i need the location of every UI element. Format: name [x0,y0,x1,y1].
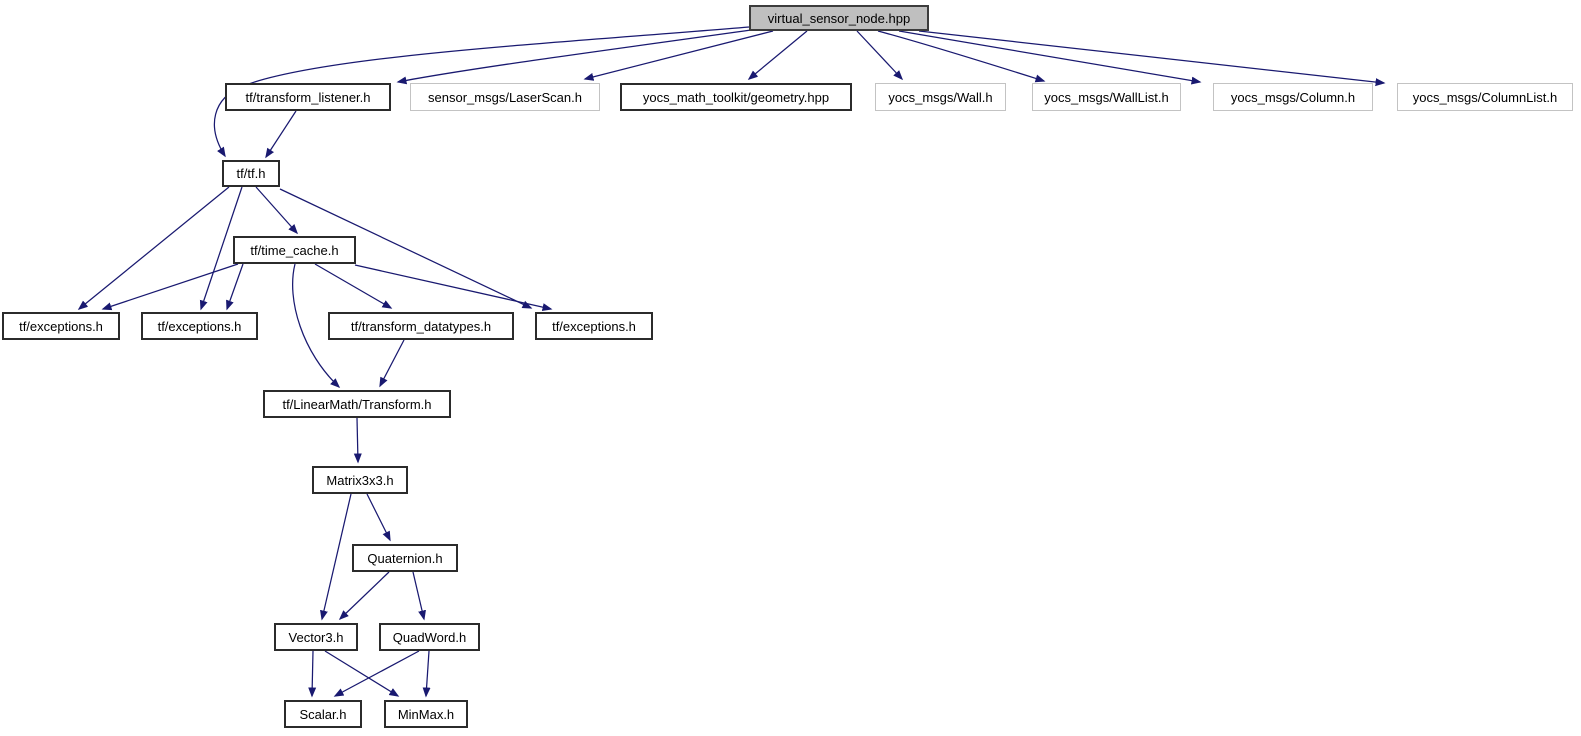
graph-node-tf_linearmath_transform[interactable]: tf/LinearMath/Transform.h [263,390,451,418]
edge-tf_linearmath_transform-to-matrix3x3 [353,417,362,464]
edge-virtual_sensor_node-to-yocs_msgs_walllist [877,30,1046,83]
edge-tf_tf-to-tf_exceptions_1 [77,186,230,310]
graph-node-tf_transform_listener[interactable]: tf/transform_listener.h [225,83,391,111]
graph-node-label: sensor_msgs/LaserScan.h [428,89,582,105]
graph-node-tf_exceptions_3[interactable]: tf/exceptions.h [535,312,653,340]
graph-node-label: tf/LinearMath/Transform.h [282,396,432,412]
edge-virtual_sensor_node-to-yocs_math_toolkit_geometry [747,30,808,80]
edge-quadword-to-minmax [422,650,431,698]
edge-quaternion-to-vector3 [338,571,390,621]
edge-tf_time_cache-to-tf_linearmath_transform [292,263,341,389]
edge-quaternion-to-quadword [412,571,426,621]
edge-virtual_sensor_node-to-yocs_msgs_column [898,30,1202,85]
graph-node-label: tf/tf.h [236,166,266,181]
edge-tf_time_cache-to-tf_transform_datatypes [314,263,393,309]
graph-node-tf_tf[interactable]: tf/tf.h [222,160,280,187]
graph-node-tf_exceptions_1[interactable]: tf/exceptions.h [2,312,120,340]
graph-node-label: QuadWord.h [392,629,467,645]
edge-virtual_sensor_node-to-tf_transform_listener [396,29,752,85]
graph-node-label: yocs_msgs/Column.h [1230,89,1356,105]
graph-node-quadword[interactable]: QuadWord.h [379,623,480,651]
edge-tf_time_cache-to-tf_exceptions_2 [226,263,244,311]
graph-node-label: MinMax.h [397,706,455,722]
edge-matrix3x3-to-quaternion [366,493,391,542]
graph-node-label: yocs_msgs/Wall.h [888,89,993,105]
graph-node-label: yocs_math_toolkit/geometry.hpp [642,89,830,105]
edge-tf_time_cache-to-tf_exceptions_3 [354,264,553,312]
edge-tf_tf-to-tf_exceptions_3 [279,188,533,309]
graph-node-label: tf/exceptions.h [552,318,636,334]
edge-virtual_sensor_node-to-yocs_msgs_columnlist [918,30,1386,87]
graph-node-yocs_math_toolkit_geometry[interactable]: yocs_math_toolkit/geometry.hpp [620,83,852,111]
graph-node-label: tf/transform_listener.h [245,89,371,105]
graph-node-label: tf/transform_datatypes.h [350,318,492,334]
edge-virtual_sensor_node-to-tf_tf [213,26,750,158]
graph-node-scalar[interactable]: Scalar.h [284,700,362,728]
graph-node-yocs_msgs_columnlist: yocs_msgs/ColumnList.h [1397,83,1573,111]
graph-node-label: virtual_sensor_node.hpp [767,10,911,26]
graph-node-matrix3x3[interactable]: Matrix3x3.h [312,466,408,494]
edge-virtual_sensor_node-to-sensor_msgs_laserscan [583,30,774,81]
edge-virtual_sensor_node-to-yocs_msgs_wall [856,30,904,81]
graph-node-tf_transform_datatypes[interactable]: tf/transform_datatypes.h [328,312,514,340]
graph-node-yocs_msgs_wall: yocs_msgs/Wall.h [875,83,1006,111]
graph-node-yocs_msgs_walllist: yocs_msgs/WallList.h [1032,83,1181,111]
graph-node-label: yocs_msgs/WallList.h [1044,89,1169,105]
graph-node-sensor_msgs_laserscan: sensor_msgs/LaserScan.h [410,83,600,111]
edge-tf_transform_listener-to-tf_tf [265,110,297,159]
edge-matrix3x3-to-vector3 [320,493,352,621]
graph-node-label: Vector3.h [288,629,344,645]
graph-node-vector3[interactable]: Vector3.h [274,623,358,651]
graph-node-minmax[interactable]: MinMax.h [384,700,468,728]
edge-tf_time_cache-to-tf_exceptions_1 [101,263,239,311]
graph-node-tf_exceptions_2[interactable]: tf/exceptions.h [141,312,258,340]
graph-node-label: tf/exceptions.h [157,318,242,334]
graph-node-quaternion[interactable]: Quaternion.h [352,544,458,572]
edge-vector3-to-minmax [324,650,400,697]
graph-node-label: Matrix3x3.h [326,472,394,488]
graph-node-tf_time_cache[interactable]: tf/time_cache.h [233,236,356,264]
graph-node-label: Quaternion.h [367,550,443,566]
edge-vector3-to-scalar [308,650,317,698]
graph-node-label: tf/time_cache.h [250,242,339,258]
graph-node-label: Scalar.h [299,706,347,722]
edge-quadword-to-scalar [333,650,420,697]
graph-node-label: yocs_msgs/ColumnList.h [1412,89,1558,105]
edge-tf_transform_datatypes-to-tf_linearmath_transform [379,339,405,388]
edge-tf_tf-to-tf_exceptions_2 [199,186,243,311]
graph-node-yocs_msgs_column: yocs_msgs/Column.h [1213,83,1373,111]
edge-tf_tf-to-tf_time_cache [255,186,298,235]
graph-node-label: tf/exceptions.h [19,318,103,334]
graph-node-virtual_sensor_node: virtual_sensor_node.hpp [749,5,929,31]
